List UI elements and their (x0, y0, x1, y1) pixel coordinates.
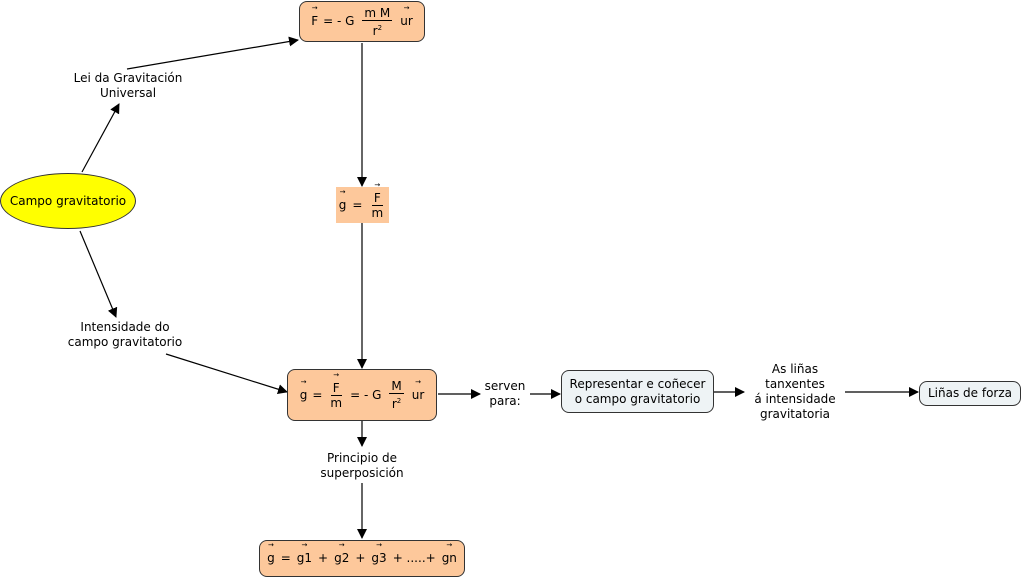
campo-gravitatorio-node[interactable]: Campo gravitatorio (0, 173, 136, 229)
link-lei-to-newton (126, 36, 299, 70)
linas-tanxentes-label: As liñas tanxentes á intensidade gravita… (745, 362, 845, 422)
link-campo-to-intensidade (79, 230, 118, 318)
serven-para-label: serven para: (482, 379, 528, 409)
linas-de-forza-node[interactable]: Liñas de forza (919, 381, 1021, 406)
link-campo-to-lei (81, 103, 120, 173)
vector-ur: ur (400, 14, 413, 29)
formula-g-simple-node[interactable]: g = F m (336, 187, 389, 223)
formula-superposicion-node[interactable]: g = g1 + g2 + g3 + .....+ gn (259, 540, 465, 577)
vector-f: F (311, 14, 318, 29)
principio-superposicion-label: Principio de superposición (305, 451, 419, 481)
formula-g-full-node[interactable]: g = F m = - G M r2 ur (287, 369, 437, 421)
fraction-M-r2: M r2 (389, 379, 404, 411)
vector-g: g (300, 388, 308, 403)
fraction-F-m: F m (371, 191, 383, 220)
formula-newton-node[interactable]: F = - G m M r2 ur (299, 1, 425, 42)
link-intensidade-to-gfull (165, 353, 288, 395)
vector-ur: ur (412, 388, 425, 403)
vector-g: g (339, 198, 347, 213)
fraction-mM-r2: m M r2 (362, 5, 393, 38)
intensidade-label: Intensidade do campo gravitatorio (62, 320, 188, 350)
lei-gravitacion-label: Lei da Gravitación Universal (68, 71, 188, 101)
campo-gravitatorio-text: Campo gravitatorio (9, 193, 127, 208)
fraction-F-m: F m (330, 381, 342, 410)
representar-node[interactable]: Representar e coñecer o campo gravitator… (561, 370, 714, 413)
